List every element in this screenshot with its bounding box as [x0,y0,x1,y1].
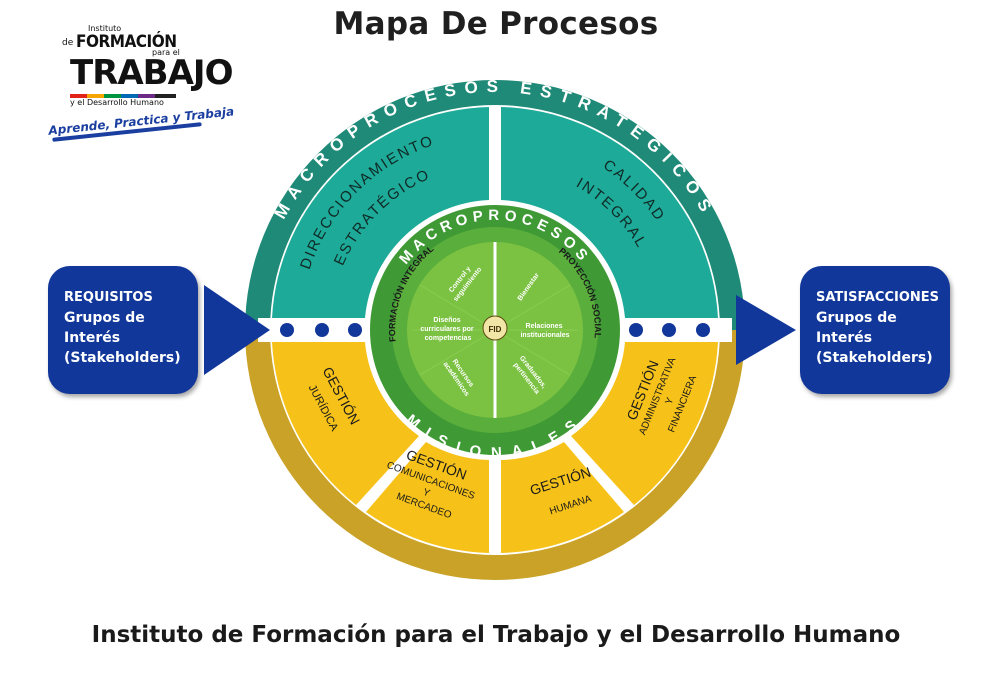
requirements-heading: REQUISITOS [64,290,153,305]
center-logo-badge [482,315,508,341]
logo-text-trabajo: TRABAJO [70,53,233,93]
connector-dot [696,323,710,337]
sector-direccionamiento [272,107,489,318]
satisfaction-line: Interés [816,330,873,346]
satisfaction-heading: SATISFACCIONES [816,290,940,305]
logo-text-formacion: FORMACIÓN [76,32,177,52]
item-relaciones-institucionales: Relaciones institucionales [520,323,569,339]
center-logo-text: FID [489,325,502,334]
page-title: Mapa De Procesos [333,6,659,42]
logo-text-para-el: para el [152,48,180,57]
satisfaction-line: Grupos de [816,310,897,326]
connector-dot [629,323,643,337]
connector-dot [280,323,294,337]
sector-calidad [501,107,718,318]
sector-gestion-juridica [272,342,419,505]
connector-dot [315,323,329,337]
satisfaction-line: (Stakeholders) [816,350,933,366]
logo-color-bar [70,94,176,98]
connector-dot [662,323,676,337]
strategic-outer-ring [245,80,745,330]
requirements-line: Grupos de [64,310,145,326]
logo-text-de: de [62,38,74,48]
requirements-box: REQUISITOS Grupos de Interés (Stakeholde… [48,266,198,394]
logo-text-instituto: Instituto [88,24,122,33]
input-arrow [204,285,270,375]
institute-logo: Instituto de FORMACIÓN para el TRABAJO y… [48,18,235,142]
logo-text-desarrollo: y el Desarrollo Humano [70,98,164,107]
satisfaction-box: SATISFACCIONES Grupos de Interés (Stakeh… [800,266,950,394]
connector-dot [348,323,362,337]
sector-gestion-comunicaciones [366,442,489,553]
footer-title: Instituto de Formación para el Trabajo y… [91,622,901,648]
support-outer-ring [245,330,745,580]
requirements-line: (Stakeholders) [64,350,181,366]
requirements-line: Interés [64,330,121,346]
sector-gestion-administrativa [571,342,718,505]
output-arrow [736,295,796,365]
sector-gestion-humana [501,442,624,553]
item-disenos-curriculares: Diseños curriculares por competencias [420,317,475,342]
